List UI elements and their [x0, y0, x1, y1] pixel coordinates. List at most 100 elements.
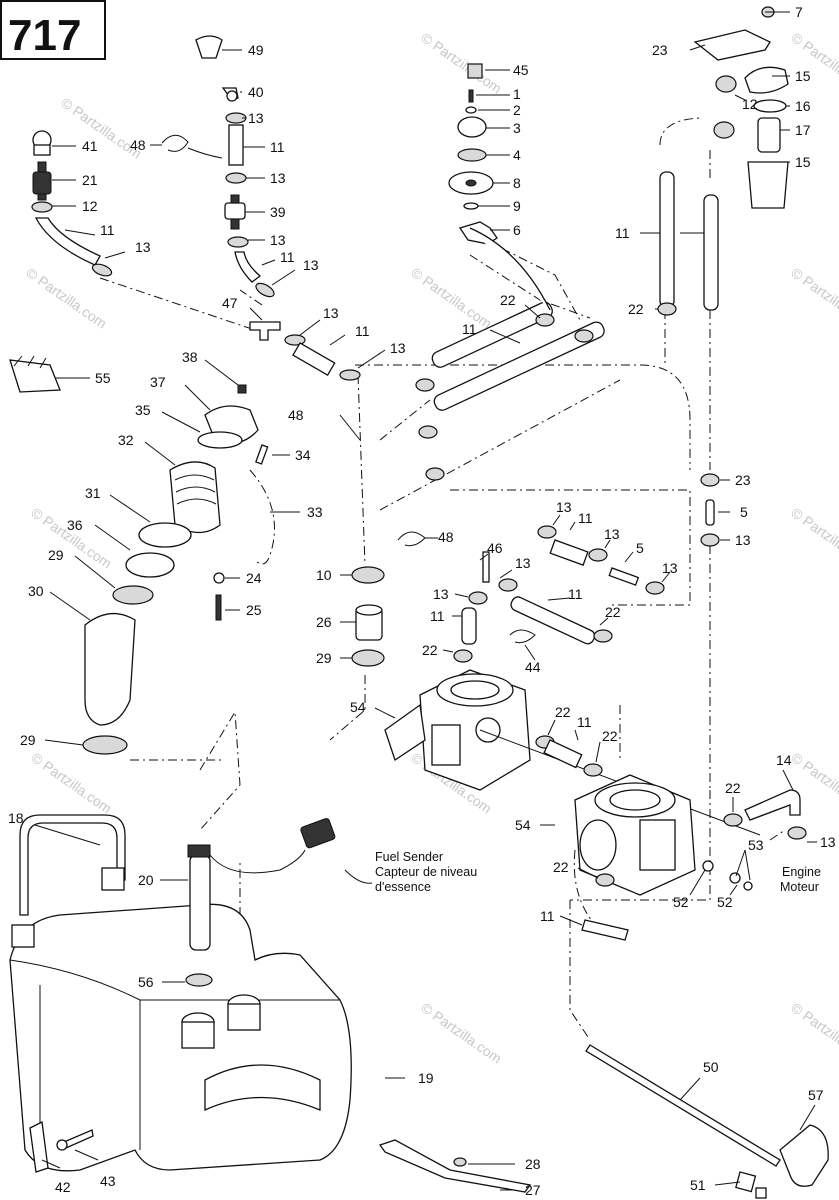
callout-11: 11	[462, 321, 477, 337]
callout-48: 48	[130, 137, 146, 153]
callout-21: 21	[82, 172, 98, 188]
watermark: © Partzilla.com	[418, 999, 504, 1066]
callout-39: 39	[270, 204, 286, 220]
callout-13: 13	[270, 232, 286, 248]
callout-22: 22	[605, 604, 621, 620]
callout-18: 18	[8, 810, 24, 826]
watermark: © Partzilla.com	[418, 29, 504, 96]
callout-6: 6	[513, 222, 521, 238]
callout-13: 13	[735, 532, 751, 548]
callout-23: 23	[735, 472, 751, 488]
callout-13: 13	[515, 555, 531, 571]
callout-13: 13	[270, 170, 286, 186]
fuel-tank	[9, 814, 373, 1172]
callout-3: 3	[513, 120, 521, 136]
engine-label-fr: Moteur	[780, 880, 819, 894]
callout-13: 13	[662, 560, 678, 576]
callout-15: 15	[795, 68, 811, 84]
callout-11: 11	[280, 249, 295, 265]
page-number-box: 717	[0, 0, 106, 60]
callout-11: 11	[615, 225, 630, 241]
callout-11: 11	[540, 908, 555, 924]
callout-13: 13	[303, 257, 319, 273]
page-number: 717	[8, 11, 81, 60]
watermark: © Partzilla.com	[788, 29, 839, 96]
callout-22: 22	[422, 642, 438, 658]
callout-19: 19	[418, 1070, 434, 1086]
callout-13: 13	[135, 239, 151, 255]
callout-33: 33	[307, 504, 323, 520]
watermark: © Partzilla.com	[23, 264, 109, 331]
diagonal-hoses	[415, 227, 605, 481]
callout-12: 12	[742, 96, 758, 112]
fuel-sender-label: Fuel Sender	[375, 850, 443, 864]
callout-24: 24	[246, 570, 262, 586]
callout-11: 11	[430, 608, 445, 624]
callout-13: 13	[556, 499, 572, 515]
callout-31: 31	[85, 485, 101, 501]
callout-13: 13	[390, 340, 406, 356]
callout-13: 13	[433, 586, 449, 602]
callout-12: 12	[82, 198, 98, 214]
filler-neck-assembly	[82, 384, 275, 755]
callout-13: 13	[604, 526, 620, 542]
callout-22: 22	[725, 780, 741, 796]
callout-labels: 49 40 13 41 48 11 21 13 12 39 11 13 13 1…	[8, 4, 836, 1198]
callout-1: 1	[513, 86, 521, 102]
callout-47: 47	[222, 295, 238, 311]
fuel-sender-label-fr-2: d'essence	[375, 880, 431, 894]
callout-45: 45	[513, 62, 529, 78]
callout-42: 42	[55, 1179, 71, 1195]
callout-23: 23	[652, 42, 668, 58]
callout-49: 49	[248, 42, 264, 58]
callout-16: 16	[795, 98, 811, 114]
callout-48: 48	[438, 529, 454, 545]
callout-5: 5	[636, 540, 644, 556]
callout-14: 14	[776, 752, 792, 768]
watermark: © Partzilla.com	[28, 749, 114, 816]
callout-5: 5	[740, 504, 748, 520]
callout-17: 17	[795, 122, 811, 138]
callout-22: 22	[555, 704, 571, 720]
callout-54: 54	[515, 817, 531, 833]
callout-29: 29	[316, 650, 332, 666]
callout-9: 9	[513, 198, 521, 214]
mid-right-hoses	[397, 473, 720, 663]
callout-28: 28	[525, 1156, 541, 1172]
callout-48: 48	[288, 407, 304, 423]
callout-13: 13	[248, 110, 264, 126]
callout-34: 34	[295, 447, 311, 463]
callout-7: 7	[795, 4, 803, 20]
callout-26: 26	[316, 614, 332, 630]
engine-label: Engine	[782, 865, 821, 879]
callout-20: 20	[138, 872, 154, 888]
callout-41: 41	[82, 138, 98, 154]
leader-lines	[34, 11, 817, 1191]
callout-27: 27	[525, 1182, 541, 1198]
callout-11: 11	[578, 510, 593, 526]
callout-43: 43	[100, 1173, 116, 1189]
callout-52: 52	[673, 894, 689, 910]
callout-22: 22	[628, 301, 644, 317]
callout-4: 4	[513, 147, 521, 163]
callout-2: 2	[513, 102, 521, 118]
callout-11: 11	[100, 222, 115, 238]
callout-10: 10	[316, 567, 332, 583]
callout-8: 8	[513, 175, 521, 191]
callout-29: 29	[48, 547, 64, 563]
callout-50: 50	[703, 1059, 719, 1075]
vent-line-assembly	[31, 35, 361, 381]
coupler-stack	[351, 566, 385, 667]
callout-55: 55	[95, 370, 111, 386]
watermark: © Partzilla.com	[788, 999, 839, 1066]
callout-38: 38	[182, 349, 198, 365]
watermark: © Partzilla.com	[28, 504, 114, 571]
callout-25: 25	[246, 602, 262, 618]
callout-11: 11	[568, 586, 583, 602]
clip-55	[9, 355, 61, 393]
fuel-filter-assembly	[693, 6, 789, 209]
callout-30: 30	[28, 583, 44, 599]
callout-22: 22	[553, 859, 569, 875]
callout-22: 22	[602, 728, 618, 744]
